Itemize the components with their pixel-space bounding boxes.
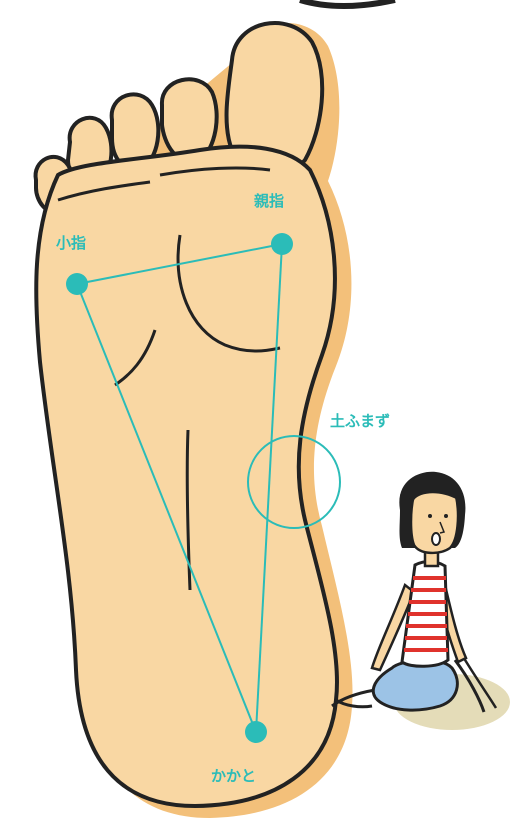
heel-point	[245, 721, 267, 743]
label-heel: かかと	[211, 765, 256, 786]
little-toe-point	[66, 273, 88, 295]
label-little-toe: 小指	[56, 232, 86, 253]
foot-sole-illustration	[36, 23, 337, 806]
top-edge-fragment	[300, 0, 395, 6]
label-big-toe: 親指	[254, 190, 284, 211]
girl-head	[399, 472, 465, 553]
label-arch: 土ふまず	[330, 410, 390, 431]
big-toe-point	[271, 233, 293, 255]
girl-shirt	[402, 561, 448, 666]
